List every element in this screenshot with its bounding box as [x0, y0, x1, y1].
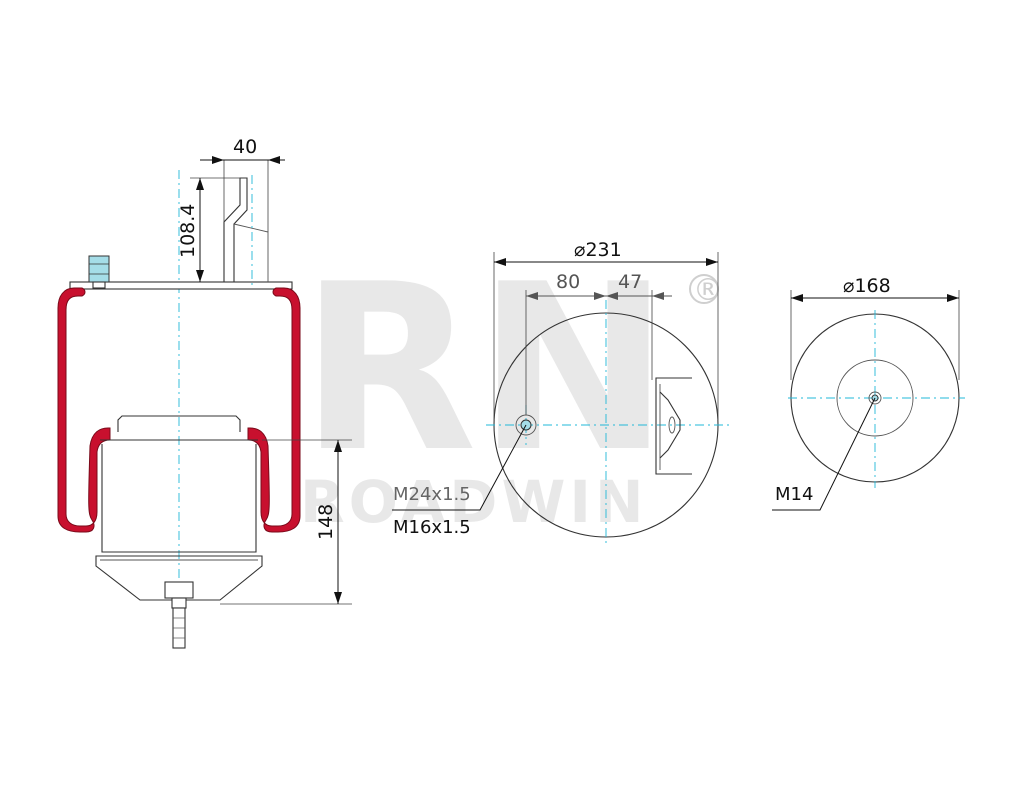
watermark-logo: RN — [300, 236, 670, 503]
top-plate — [69, 281, 293, 290]
watermark: RN ROADWIN ® — [300, 236, 723, 536]
piston-top — [117, 415, 241, 432]
dim-label-offset-left: 80 — [556, 271, 580, 293]
air-fitting-stem — [92, 281, 106, 289]
watermark-brand: ROADWIN — [300, 468, 648, 536]
top-bracket — [655, 377, 692, 475]
mount-bracket-side — [233, 223, 269, 282]
bottom-nut — [164, 581, 194, 599]
dim-label-width: 40 — [233, 136, 257, 158]
air-fitting-nut — [88, 255, 110, 283]
thread-label-m24: M24x1.5 — [393, 484, 471, 505]
top-view: ⌀231 80 47 M24x1.5 M16x1.5 — [392, 239, 730, 545]
mount-bracket — [223, 177, 248, 282]
dim-label-bracket-height: 108.4 — [177, 204, 199, 258]
piston-body — [101, 444, 257, 553]
dim-label-piston-height: 148 — [315, 504, 337, 540]
dim-label-top-diameter: ⌀231 — [574, 239, 622, 261]
m14-leader — [772, 397, 876, 511]
thread-leader — [392, 424, 527, 511]
thread-label-m16: M16x1.5 — [393, 517, 471, 538]
dim-label-bottom-diameter: ⌀168 — [843, 275, 891, 297]
bottom-view-inner — [836, 359, 914, 437]
dim-label-offset-right: 47 — [618, 271, 642, 293]
thread-label-m14: M14 — [775, 484, 813, 505]
piston-base — [95, 555, 263, 601]
bottom-collar — [171, 597, 187, 609]
top-bracket-tab — [659, 391, 681, 459]
side-view: 40 108.4 148 — [57, 136, 352, 649]
registered-mark: ® — [693, 273, 723, 308]
bottom-view: ⌀168 M14 — [772, 275, 965, 511]
